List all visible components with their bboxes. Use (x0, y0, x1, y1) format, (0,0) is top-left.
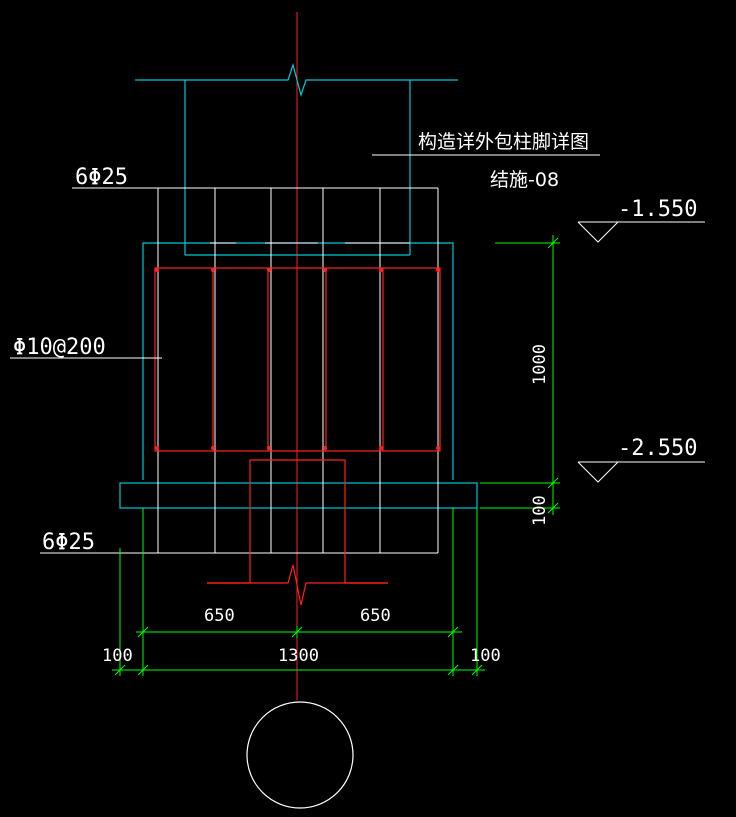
dim-pad: 100 (530, 495, 550, 526)
drawing-title: 构造详外包柱脚详图 (418, 131, 589, 153)
top-rebar-label: 6Φ25 (75, 165, 128, 190)
dim-height: 1000 (530, 344, 550, 385)
bottom-rebar-label: 6Φ25 (42, 530, 95, 555)
upper-column (135, 62, 458, 256)
stirrups (154, 267, 441, 606)
dimension-lines (112, 235, 560, 676)
elevation-bottom-value: -2.550 (618, 436, 697, 461)
dim-half-left: 650 (204, 606, 235, 626)
dim-half-right: 650 (360, 606, 391, 626)
dim-edge-left: 100 (102, 646, 133, 666)
dim-overall: 1300 (278, 646, 319, 666)
column-rebar-lines (157, 187, 439, 554)
pedestal-outline (119, 242, 478, 509)
pile-section (246, 701, 354, 809)
elevation-mark-top (577, 221, 705, 243)
stirrup-label: Φ10@200 (13, 335, 106, 360)
elevation-top-value: -1.550 (618, 197, 697, 222)
drawing-reference: 结施-08 (490, 169, 559, 191)
dim-edge-right: 100 (470, 646, 501, 666)
rebar-dots (155, 268, 440, 450)
elevation-mark-bottom (577, 461, 705, 483)
